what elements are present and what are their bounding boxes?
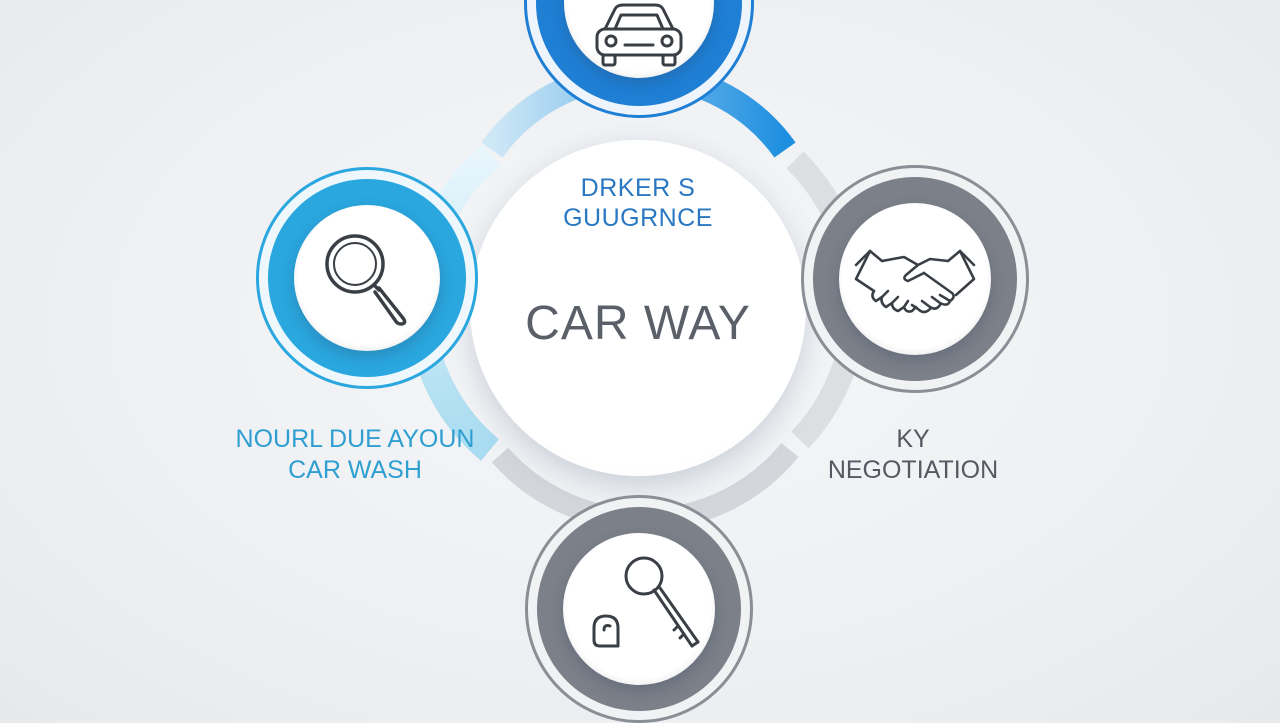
car-icon bbox=[595, 3, 683, 67]
center-subtitle-line2: GUUGRNCE bbox=[563, 204, 713, 232]
center-title: CAR WAY bbox=[525, 297, 751, 350]
center-circle: DRKER S GUUGRNCE CAR WAY bbox=[470, 140, 806, 476]
node-top-car bbox=[524, 0, 754, 118]
magnifier-icon bbox=[325, 234, 407, 326]
label-left: NOURL DUE AYOUN CAR WASH bbox=[190, 424, 520, 486]
label-right-line1: KY bbox=[896, 425, 930, 453]
node-bottom-key bbox=[525, 495, 753, 723]
label-right-line2: NEGOTIATION bbox=[827, 456, 999, 484]
key-icon bbox=[592, 556, 700, 648]
node-right-handshake bbox=[801, 165, 1029, 393]
label-left-line2: CAR WASH bbox=[288, 456, 422, 484]
handshake-icon bbox=[854, 249, 976, 314]
node-left-search bbox=[256, 167, 478, 389]
label-right: KY NEGOTIATION bbox=[808, 424, 1018, 486]
label-left-line1: NOURL DUE AYOUN bbox=[235, 425, 475, 453]
center-subtitle-line1: DRKER S bbox=[580, 174, 696, 202]
